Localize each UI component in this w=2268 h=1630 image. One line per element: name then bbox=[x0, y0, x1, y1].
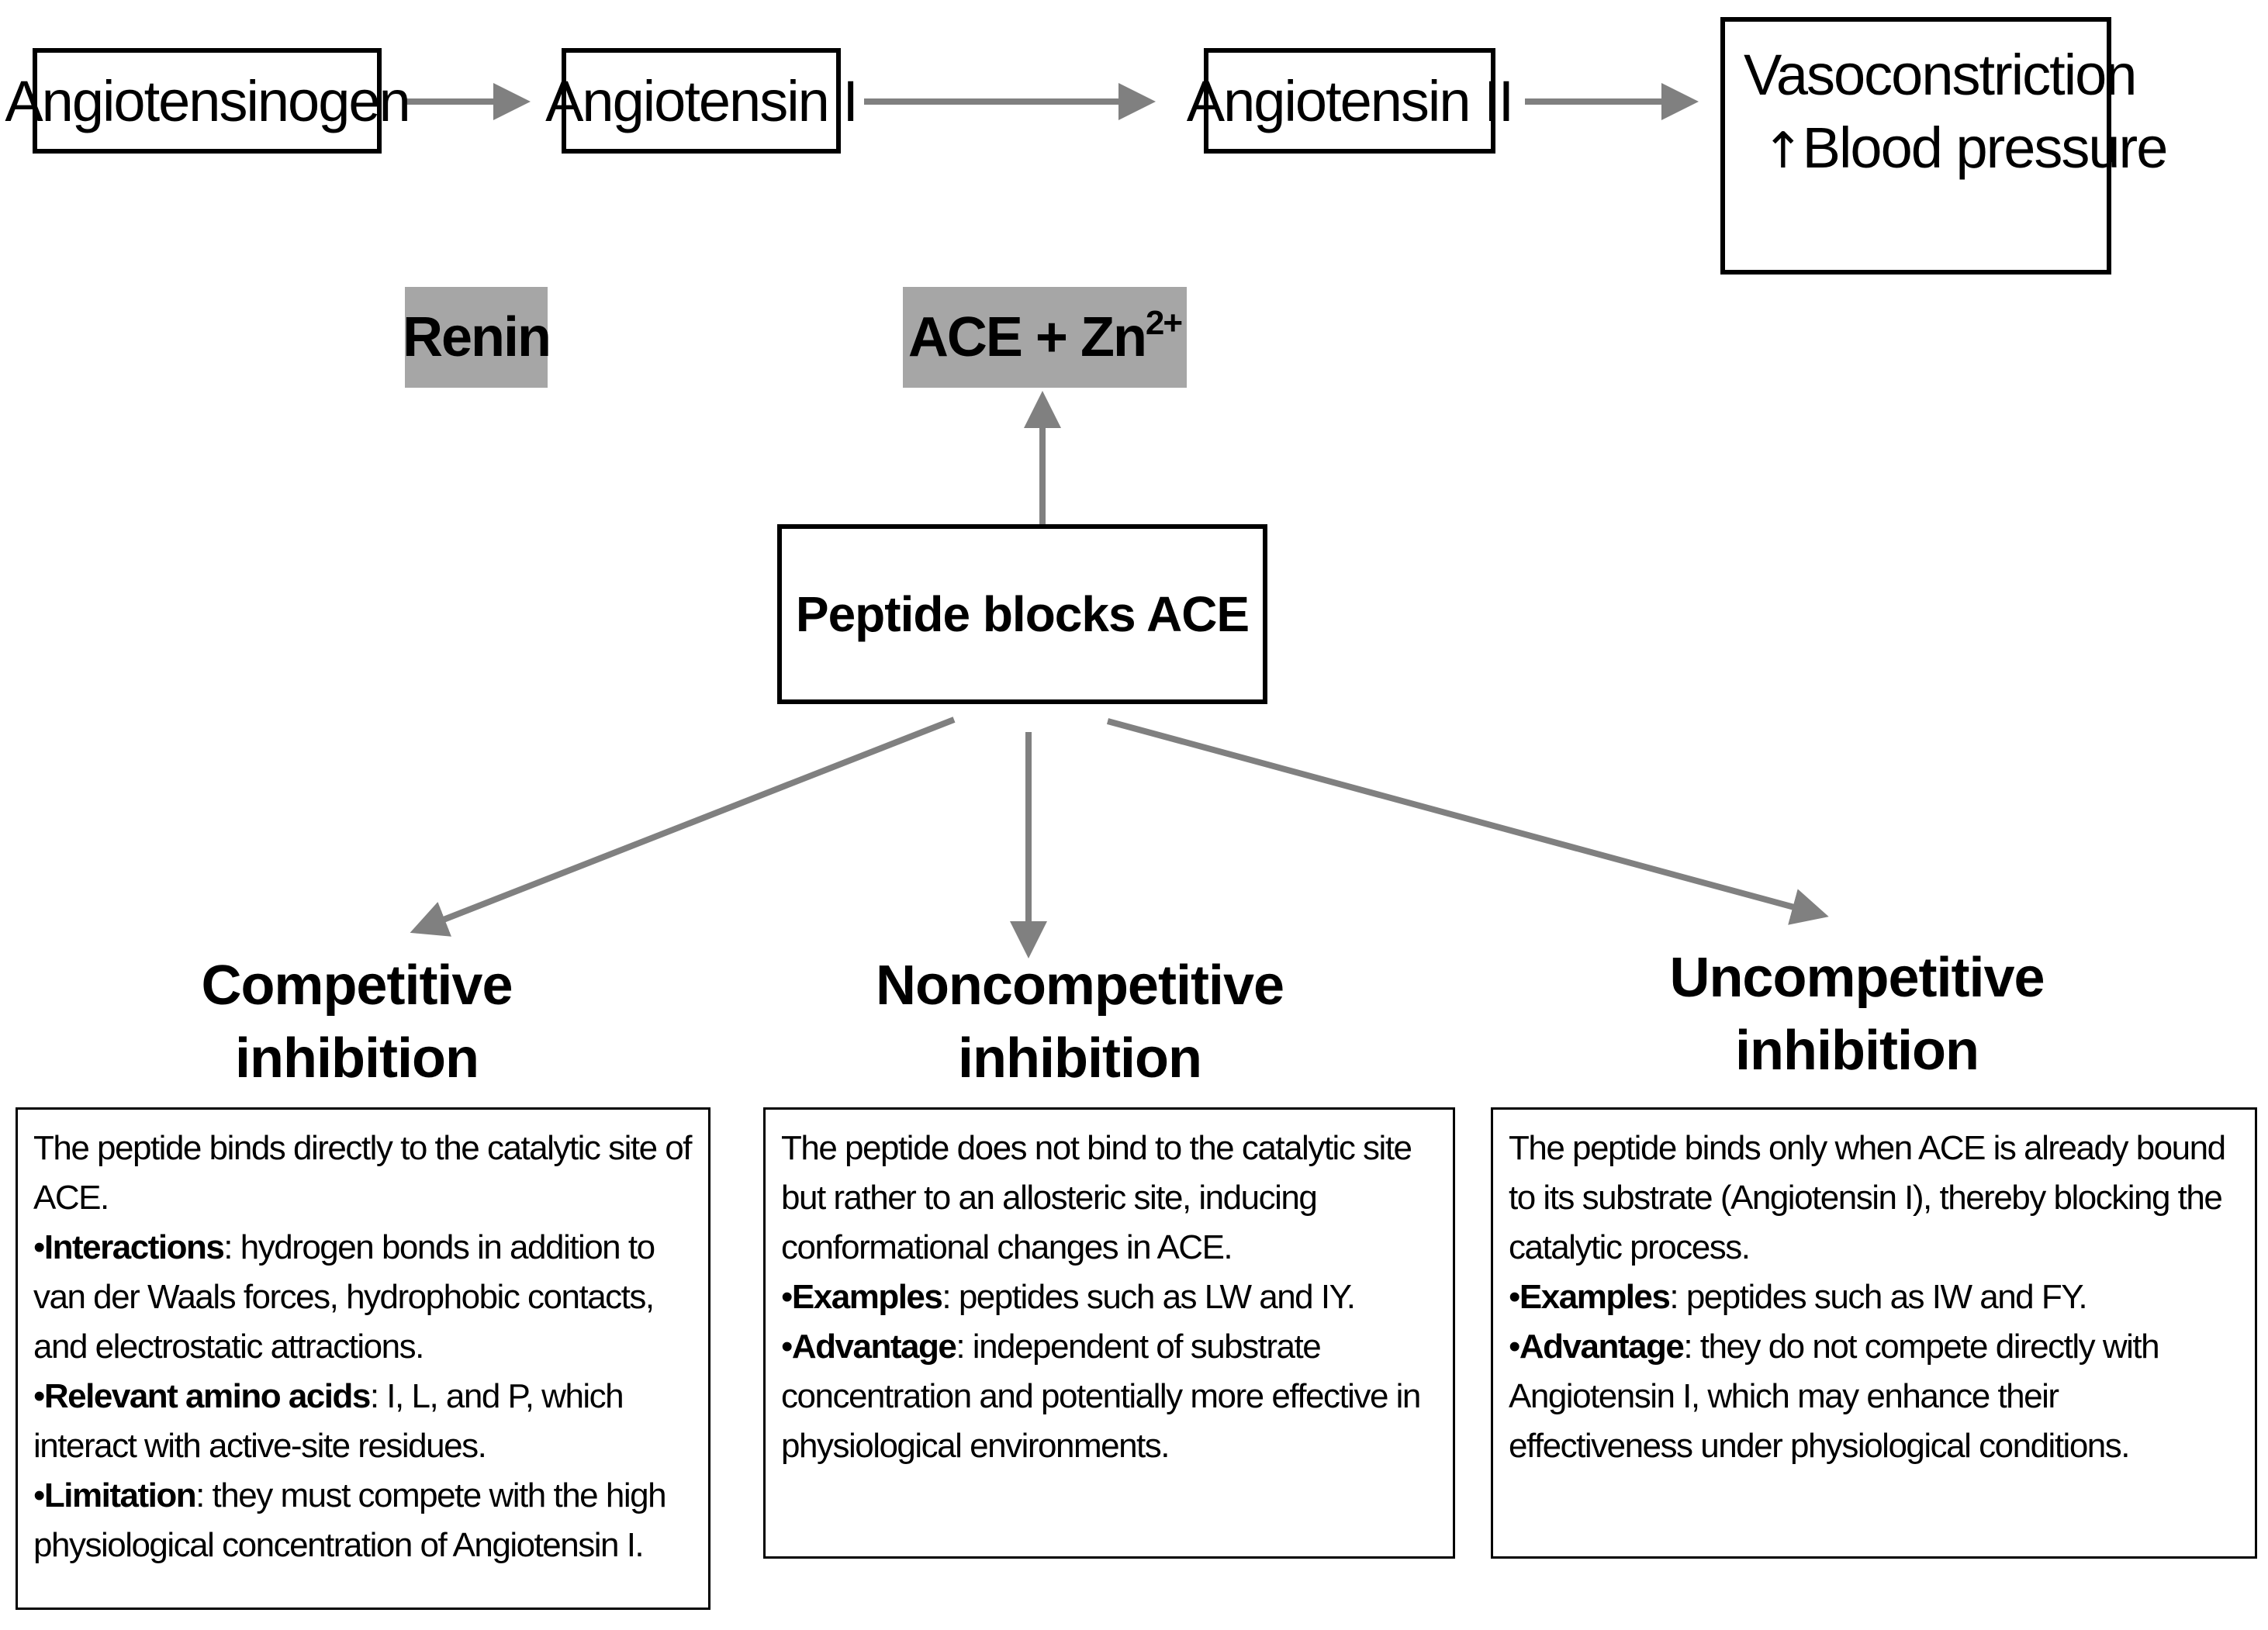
noncompetitive-heading: Noncompetitive inhibition bbox=[847, 949, 1312, 1095]
bullet: • bbox=[1509, 1278, 1520, 1316]
uncompetitive-intro: The peptide binds only when ACE is alrea… bbox=[1509, 1129, 2226, 1266]
bullet: • bbox=[1509, 1328, 1520, 1366]
point-term: Advantage bbox=[791, 1328, 957, 1366]
point-term: Advantage bbox=[1519, 1328, 1685, 1366]
uncompetitive-title-line1: Uncompetitive bbox=[1669, 947, 2045, 1009]
effect-box: Vasoconstriction ↑Blood pressure bbox=[1720, 17, 2168, 275]
uncompetitive-title-line2: inhibition bbox=[1735, 1020, 1979, 1082]
bullet: • bbox=[33, 1476, 45, 1514]
bullet: • bbox=[781, 1328, 793, 1366]
ace-text: ACE + Zn bbox=[908, 306, 1147, 368]
point-text: : peptides such as IW and FY. bbox=[1669, 1278, 2087, 1316]
bullet: • bbox=[33, 1228, 45, 1266]
noncompetitive-description: The peptide does not bind to the catalyt… bbox=[763, 1107, 1455, 1559]
angiotensinogen-label: Angiotensinogen bbox=[5, 68, 410, 133]
angiotensinogen-box: Angiotensinogen bbox=[5, 48, 411, 154]
point-text: : they must compete with the high physio… bbox=[33, 1476, 667, 1564]
bullet: • bbox=[33, 1377, 45, 1415]
uncompetitive-point: •Examples: peptides such as IW and FY. bbox=[1509, 1273, 2239, 1322]
uncompetitive-point: •Advantage: they do not compete directly… bbox=[1509, 1322, 2239, 1471]
peptide-blocks-ace-label: Peptide blocks ACE bbox=[795, 586, 1250, 642]
blood-pressure-label: Blood pressure bbox=[1802, 116, 2169, 180]
angiotensin-ii-box: Angiotensin II bbox=[1187, 48, 1514, 154]
renin-label: Renin bbox=[403, 306, 551, 368]
point-term: Interactions bbox=[43, 1228, 225, 1266]
angiotensin-i-label: Angiotensin I bbox=[545, 68, 859, 133]
vasoconstriction-label: Vasoconstriction bbox=[1744, 43, 2137, 107]
renin-badge: Renin bbox=[403, 287, 551, 388]
angiotensin-i-box: Angiotensin I bbox=[545, 48, 859, 154]
point-term: Limitation bbox=[43, 1476, 197, 1514]
point-text: : peptides such as LW and IY. bbox=[942, 1278, 1356, 1316]
noncompetitive-title-line1: Noncompetitive bbox=[875, 955, 1284, 1017]
noncompetitive-point: •Examples: peptides such as LW and IY. bbox=[781, 1273, 1437, 1322]
point-term: Relevant amino acids bbox=[43, 1377, 371, 1415]
point-text: : hydrogen bonds in addition to van der … bbox=[33, 1228, 655, 1366]
angiotensin-ii-label: Angiotensin II bbox=[1186, 68, 1514, 133]
competitive-point: •Relevant amino acids: I, L, and P, whic… bbox=[33, 1372, 693, 1471]
point-text: : independent of substrate concentration… bbox=[781, 1328, 1421, 1465]
noncompetitive-title-line2: inhibition bbox=[958, 1027, 1202, 1090]
point-term: Examples bbox=[1519, 1278, 1671, 1316]
uncompetitive-description: The peptide binds only when ACE is alrea… bbox=[1491, 1107, 2257, 1559]
up-arrow-icon: ↑ bbox=[1762, 123, 1804, 180]
uncompetitive-heading: Uncompetitive inhibition bbox=[1624, 941, 2090, 1087]
bullet: • bbox=[781, 1278, 793, 1316]
competitive-description: The peptide binds directly to the cataly… bbox=[16, 1107, 710, 1610]
arrow-to-uncompetitive bbox=[1106, 718, 1829, 925]
arrow-to-competitive bbox=[410, 717, 956, 937]
ace-label: ACE + Zn2+ bbox=[908, 304, 1183, 369]
point-text: : they do not compete directly with Angi… bbox=[1509, 1328, 2160, 1465]
competitive-title-line1: Competitive bbox=[201, 955, 513, 1017]
ace-badge: ACE + Zn2+ bbox=[903, 287, 1187, 388]
competitive-intro: The peptide binds directly to the cataly… bbox=[33, 1129, 693, 1217]
noncompetitive-intro: The peptide does not bind to the catalyt… bbox=[781, 1129, 1412, 1266]
competitive-title-line2: inhibition bbox=[235, 1027, 479, 1090]
blood-pressure-line: ↑Blood pressure bbox=[1744, 112, 2169, 188]
zinc-charge: 2+ bbox=[1145, 304, 1183, 342]
point-term: Examples bbox=[791, 1278, 943, 1316]
point-text: : I, L, and P, which interact with activ… bbox=[33, 1377, 624, 1465]
competitive-point: •Limitation: they must compete with the … bbox=[33, 1471, 693, 1570]
peptide-blocks-ace-box: Peptide blocks ACE bbox=[777, 524, 1267, 704]
noncompetitive-point: •Advantage: independent of substrate con… bbox=[781, 1322, 1437, 1471]
competitive-point: •Interactions: hydrogen bonds in additio… bbox=[33, 1223, 693, 1372]
competitive-heading: Competitive inhibition bbox=[124, 949, 589, 1095]
